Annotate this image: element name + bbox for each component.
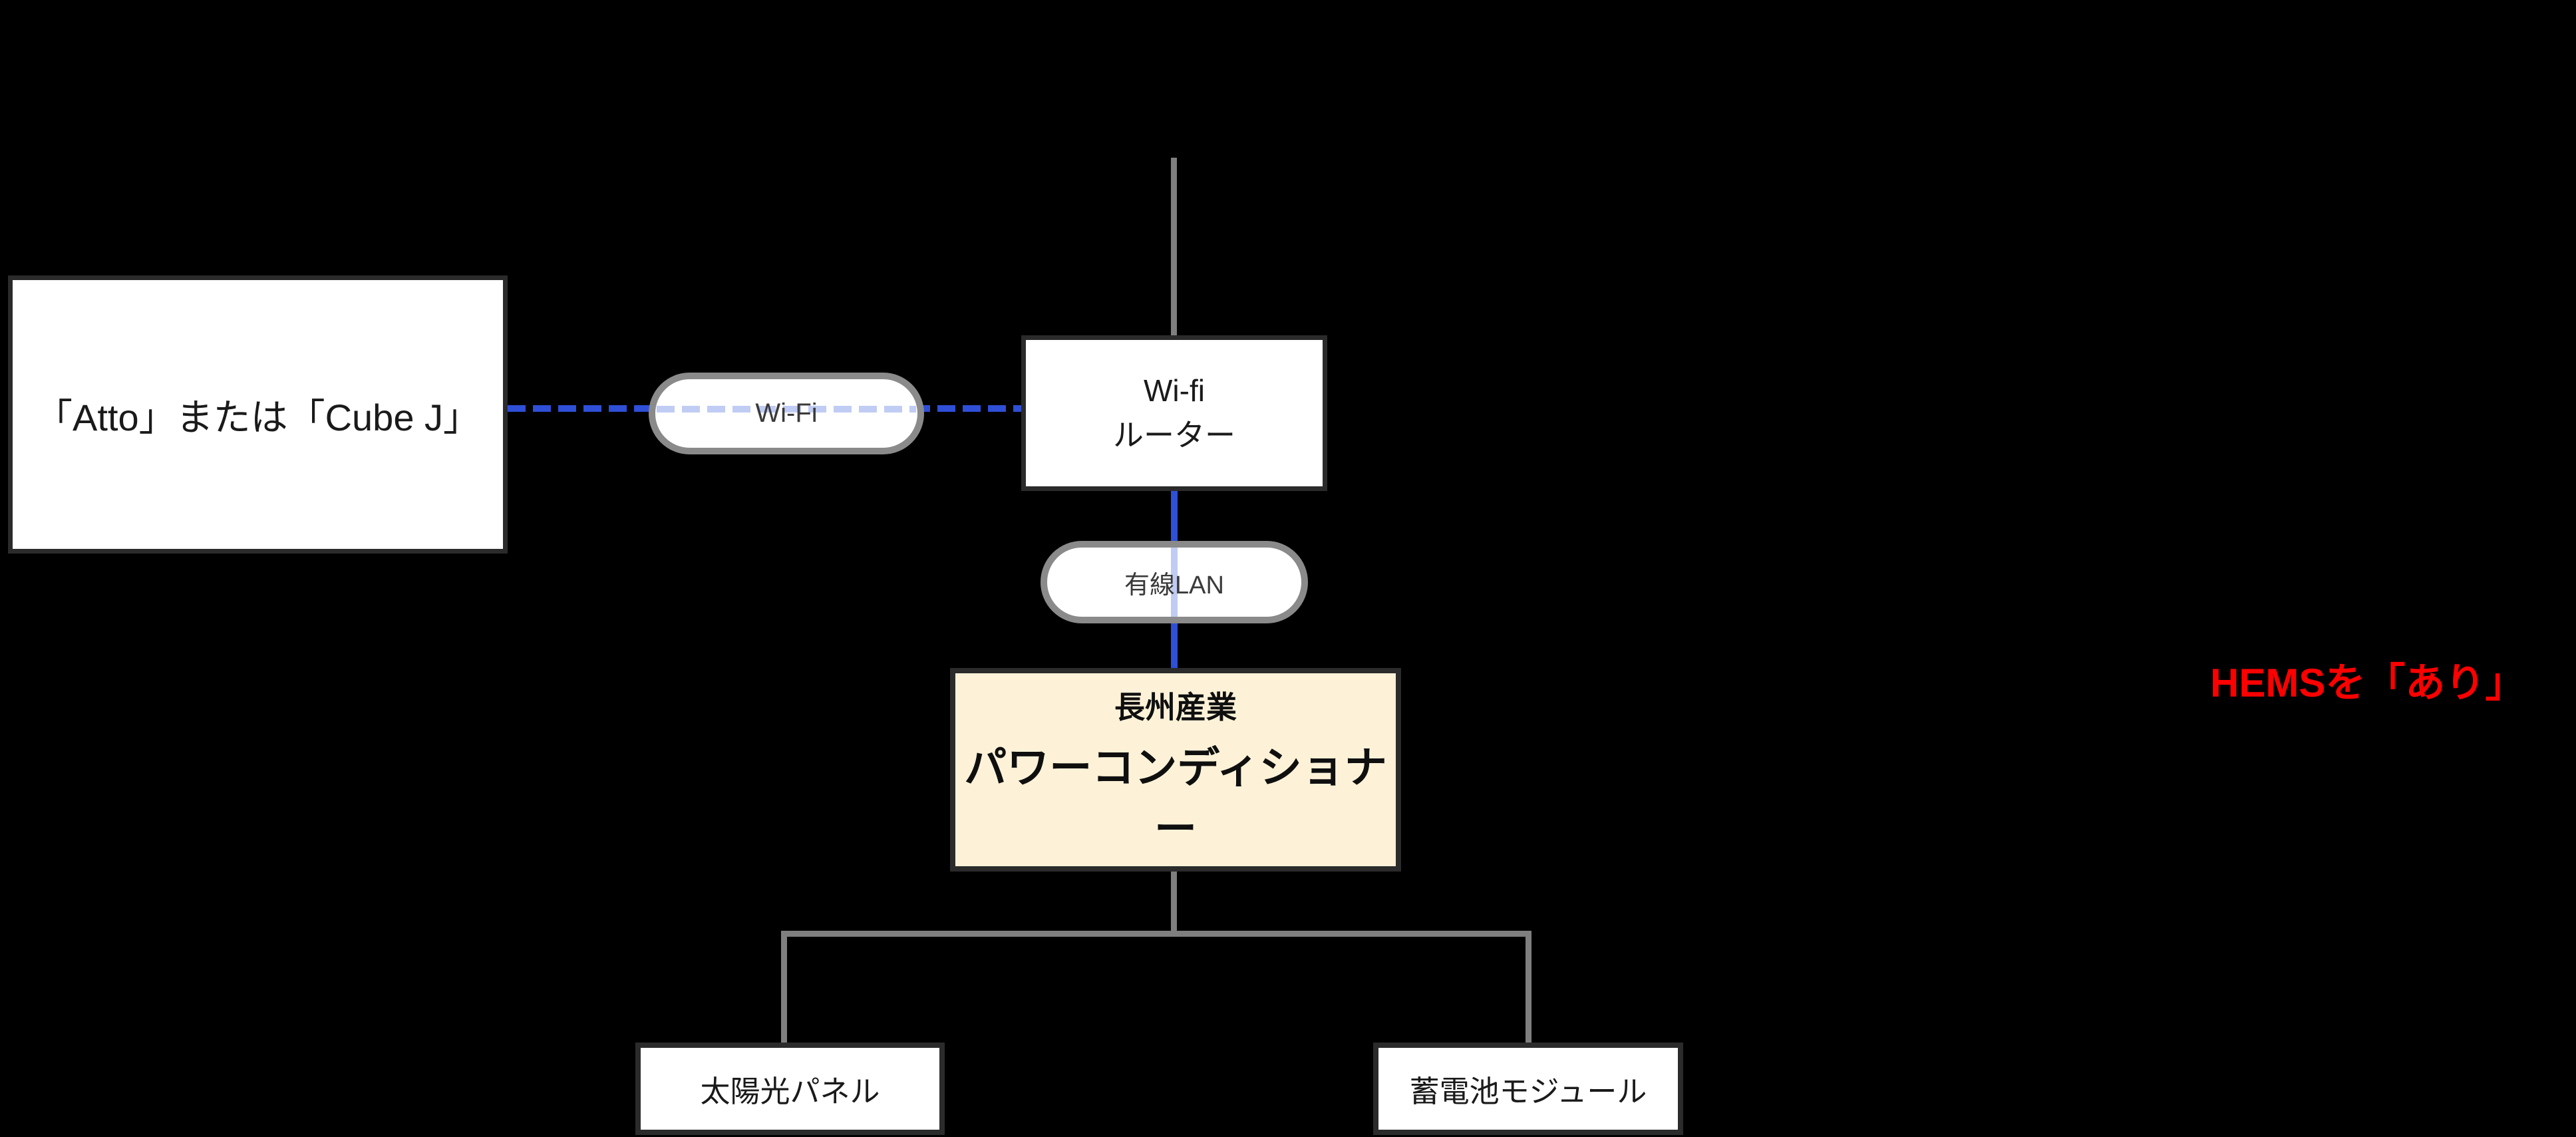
wifi-router-node: Wi-fi ルーター <box>1021 335 1327 491</box>
wifi-router-label-line1: Wi-fi <box>1144 373 1205 408</box>
wired-lan-label: 有線LAN <box>1124 571 1224 599</box>
power-to-branch-line <box>1171 870 1177 934</box>
wired-lan-pill: 有線LAN <box>1041 541 1308 623</box>
app-device-node: 「Atto」または「Cube J」 <box>8 275 508 554</box>
solar-panel-label: 太陽光パネル <box>700 1074 880 1108</box>
wifi-dashes-through-pill <box>657 405 916 412</box>
hems-annotation: HEMSを「あり」 <box>2210 661 2525 705</box>
lan-line-through-pill <box>1171 548 1178 617</box>
app-device-label: 「Atto」または「Cube J」 <box>35 396 481 438</box>
power-conditioner-brand: 長州産業 <box>1114 690 1237 725</box>
branch-to-solar-line <box>781 931 787 1045</box>
power-conditioner-node: 長州産業 パワーコンディショナー <box>950 668 1401 872</box>
battery-module-node: 蓄電池モジュール <box>1373 1043 1683 1135</box>
internet-to-router-line <box>1171 158 1177 337</box>
branch-horizontal-line <box>781 931 1531 937</box>
battery-module-label: 蓄電池モジュール <box>1409 1074 1647 1108</box>
wifi-router-label-line2: ルーター <box>1113 418 1235 452</box>
wifi-link-pill: Wi-Fi <box>649 373 924 454</box>
branch-to-battery-line <box>1526 931 1531 1045</box>
solar-panel-node: 太陽光パネル <box>635 1043 945 1135</box>
wifi-link-label: Wi-Fi <box>755 399 818 428</box>
power-conditioner-label: パワーコンディショナー <box>964 744 1387 853</box>
